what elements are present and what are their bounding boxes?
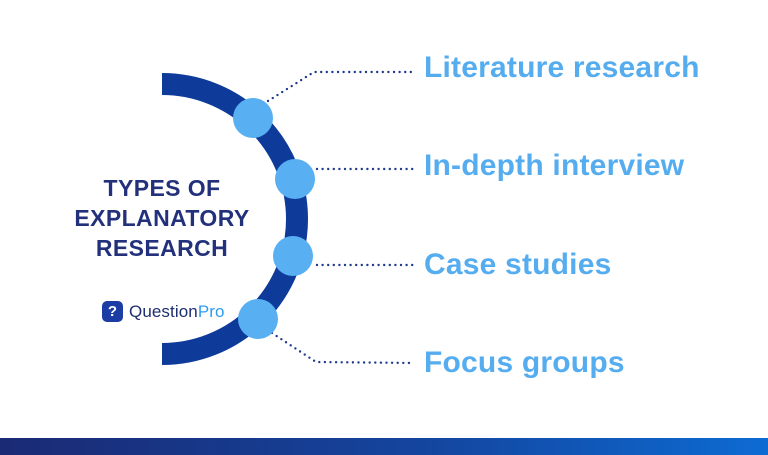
- item-label-in-depth-interview: In-depth interview: [424, 149, 685, 182]
- item-label-focus-groups: Focus groups: [424, 346, 625, 379]
- questionpro-wordmark: QuestionPro: [129, 302, 225, 322]
- node-circle-1: [233, 98, 273, 138]
- diagram-title-line-2: EXPLANATORY: [74, 205, 250, 231]
- diagram-title-line-3: RESEARCH: [95, 235, 229, 261]
- semicircle-arc: [161, 73, 308, 365]
- question-mark-icon: ?: [102, 301, 123, 322]
- wordmark-pro: Pro: [197, 301, 225, 321]
- node-circle-2: [275, 159, 315, 199]
- item-label-case-studies: Case studies: [424, 248, 612, 281]
- wordmark-question: Question: [129, 301, 198, 321]
- diagram-title-line-1: TYPES OF: [103, 175, 221, 201]
- node-circle-4: [238, 299, 278, 339]
- questionpro-logo: ? QuestionPro: [102, 301, 225, 322]
- footer-gradient-bar: [0, 438, 768, 455]
- connector-dotted-line-1: [266, 70, 415, 103]
- diagram-title: TYPES OF EXPLANATORY RESEARCH: [52, 173, 272, 263]
- connector-dotted-line-4: [270, 331, 415, 365]
- item-label-literature-research: Literature research: [424, 51, 700, 84]
- node-circle-3: [273, 236, 313, 276]
